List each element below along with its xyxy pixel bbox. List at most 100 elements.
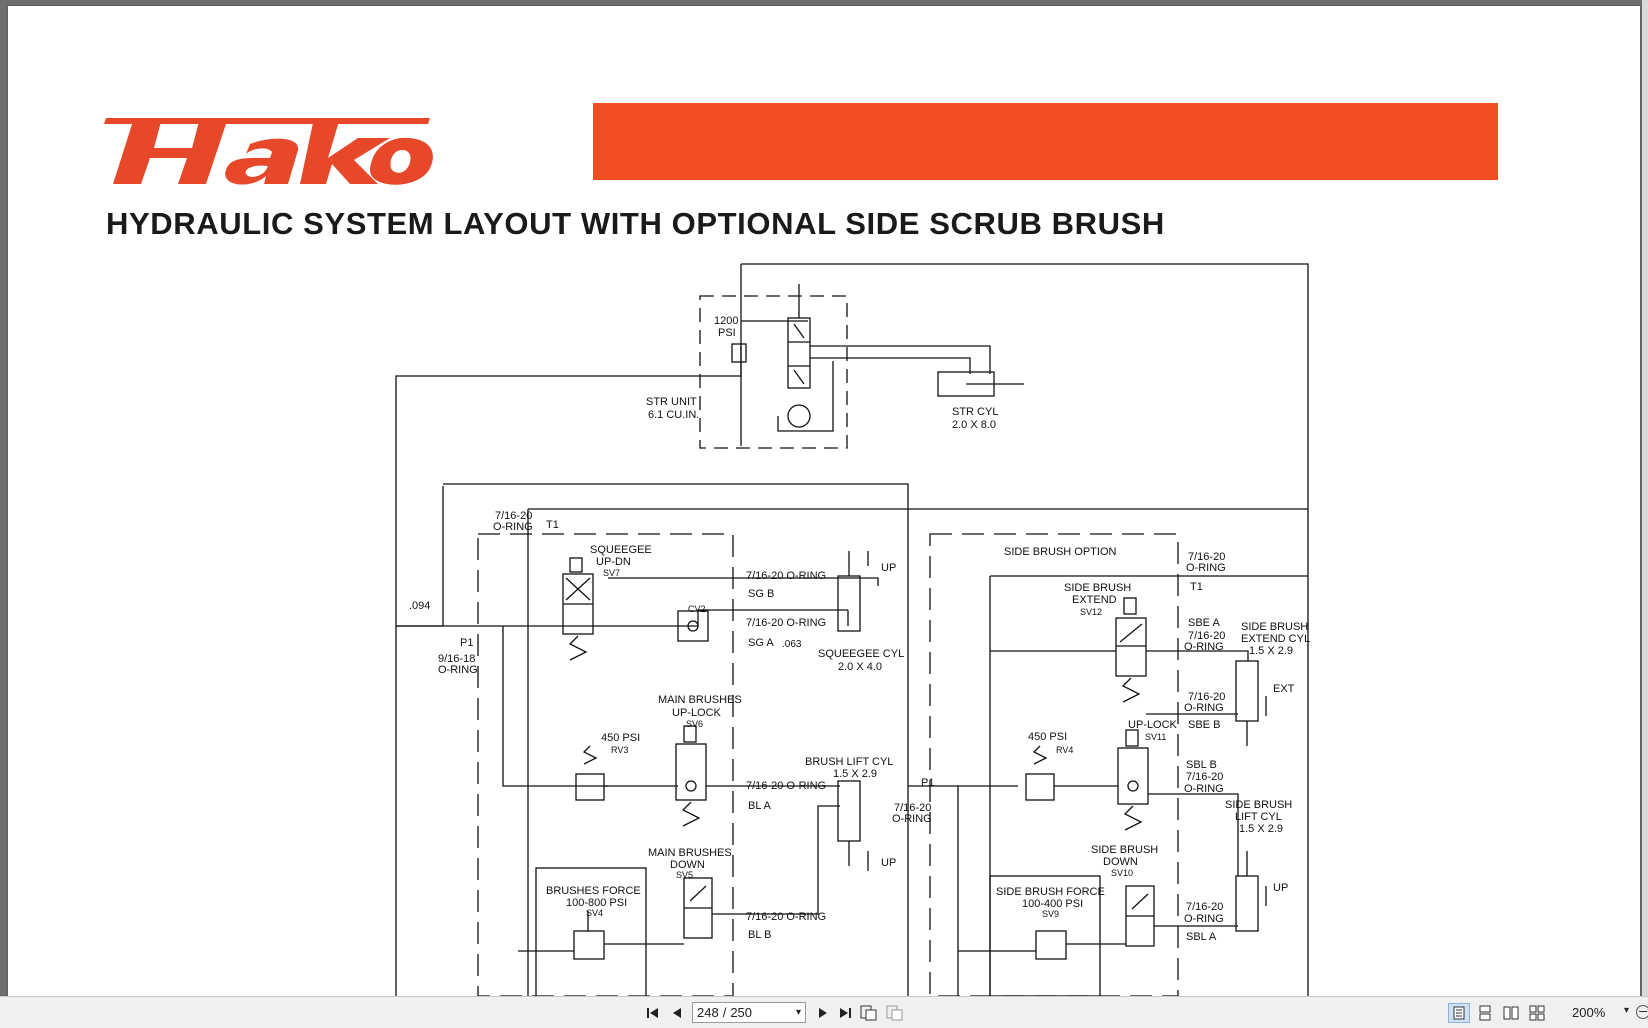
sv4-label-2: 100-800 PSI [566,897,627,909]
side-p1-oring-label-1: 7/16-20 [894,802,931,814]
first-page-icon[interactable] [642,1003,664,1023]
sv10-label-3: SV10 [1111,868,1133,878]
sbla-oring-label-2: O-RING [1184,913,1224,925]
sblb-label: SBL B [1186,759,1217,771]
blb-oring-label: 7/16-20 O-RING [746,911,826,923]
sv4-label-1: BRUSHES FORCE [546,885,641,897]
str-unit-displacement: 6.1 CU.IN. [648,409,699,421]
side-oring-label-2: O-RING [1186,562,1226,574]
sv5-label-2: DOWN [670,859,705,871]
str-cyl-size: 2.0 X 8.0 [952,419,996,431]
hako-logo [104,118,433,185]
hydraulic-schematic: 1200 PSI STR UNIT 6.1 CU.IN. STR CYL 2.0… [395,263,1310,996]
sv10-label-2: DOWN [1103,856,1138,868]
sv10-label-1: SIDE BRUSH [1091,844,1158,856]
rv4-label: RV4 [1056,745,1073,755]
squeegee-cyl-label: SQUEEGEE CYL [818,648,904,660]
sv11-label-2: SV11 [1145,732,1166,742]
sbea-oring-label-1: 7/16-20 [1188,630,1225,642]
sbl-cyl-label-2: LIFT CYL [1235,811,1282,823]
sv9-label-2: 100-400 PSI [1022,898,1083,910]
orifice-063-label: .063 [782,639,802,650]
prev-page-icon[interactable] [666,1003,688,1023]
str-cyl-label: STR CYL [952,406,998,418]
sv6-label-1: MAIN BRUSHES [658,694,742,706]
squeegee-up-label: UP [881,562,896,574]
sblb-oring-label-2: O-RING [1184,783,1224,795]
relief-psi-label-2: PSI [718,327,736,339]
sbeb-oring-label-2: O-RING [1184,702,1224,714]
current-page[interactable]: 248 [697,1005,719,1020]
bla-label: BL A [748,800,771,812]
facing-icon[interactable] [1500,1003,1522,1023]
sgb-oring-label: 7/16-20 O-RING [746,570,826,582]
side-p1-label: P1 [921,777,934,789]
side-brush-option-label: SIDE BRUSH OPTION [1004,546,1117,558]
sv7-label-3: SV7 [603,568,620,578]
single-page-icon[interactable] [1448,1003,1470,1023]
p1-oring-label-1: 9/16-18 [438,653,475,665]
brush-lift-up-label: UP [881,857,896,869]
zoom-level[interactable]: 200% [1572,1005,1606,1020]
blb-label: BL B [748,929,771,941]
sv4-label-3: SV4 [586,908,603,918]
squeegee-cyl-size: 2.0 X 4.0 [838,661,882,673]
sv7-label-1: SQUEEGEE [590,544,652,556]
sbe-cyl-label-3: 1.5 X 2.9 [1249,645,1293,657]
oring-top-label-2: O-RING [493,521,533,533]
sv12-label-1: SIDE BRUSH [1064,582,1131,594]
sbla-label: SBL A [1186,931,1217,943]
sbl-up-label: UP [1273,882,1288,894]
t1-label: T1 [546,519,559,531]
sbea-oring-label-2: O-RING [1184,641,1224,653]
rv4-psi-label: 450 PSI [1028,731,1067,743]
cv2-label: CV2 [688,604,706,614]
side-t1-label: T1 [1190,581,1203,593]
sv6-label-3: SV6 [686,719,703,729]
rv3-label: RV3 [611,745,628,755]
next-view-icon[interactable] [884,1003,906,1023]
side-oring-label-1: 7/16-20 [1188,551,1225,563]
continuous-icon[interactable] [1474,1003,1496,1023]
previous-view-icon[interactable] [858,1003,880,1023]
bla-oring-label: 7/16-20 O-RING [746,780,826,792]
side-p1-oring-label-2: O-RING [892,813,932,825]
sga-oring-label: 7/16-20 O-RING [746,617,826,629]
str-unit-label: STR UNIT [646,396,697,408]
sbea-label: SBE A [1188,617,1220,629]
viewer-toolbar: 248 / 250 ▾ 200% ▾ [0,996,1648,1028]
sv9-label-3: SV9 [1042,909,1059,919]
zoom-out-icon[interactable] [1636,1005,1648,1019]
orifice-094-label: .094 [409,600,430,612]
pdf-page: HYDRAULIC SYSTEM LAYOUT WITH OPTIONAL SI… [8,6,1640,996]
brush-lift-cyl-size: 1.5 X 2.9 [833,768,877,780]
p1-label: P1 [460,637,473,649]
rv3-psi-label: 450 PSI [601,732,640,744]
p1-oring-label-2: O-RING [438,664,478,676]
sblb-oring-label-1: 7/16-20 [1186,771,1223,783]
page-number-field[interactable]: 248 / 250 ▾ [692,1002,806,1023]
sbeb-label: SBE B [1188,719,1220,731]
sv12-label-2: EXTEND [1072,594,1117,606]
ext-label: EXT [1273,683,1295,695]
next-page-icon[interactable] [812,1003,834,1023]
sv5-label-1: MAIN BRUSHES [648,847,732,859]
page-separator: / [722,1005,727,1020]
oring-top-label-1: 7/16-20 [495,510,532,522]
continuous-facing-icon[interactable] [1526,1003,1548,1023]
zoom-dropdown-icon[interactable]: ▾ [1624,1005,1630,1016]
sbe-cyl-label-1: SIDE BRUSH [1241,621,1308,633]
sv12-label-3: SV12 [1080,607,1102,617]
document-viewport[interactable]: HYDRAULIC SYSTEM LAYOUT WITH OPTIONAL SI… [0,0,1648,996]
chevron-down-icon[interactable]: ▾ [795,1007,801,1018]
last-page-icon[interactable] [834,1003,856,1023]
sbe-cyl-label-2: EXTEND CYL [1241,633,1310,645]
sv5-label-3: SV5 [676,870,693,880]
sgb-label: SG B [748,588,774,600]
sv6-label-2: UP-LOCK [672,707,722,719]
relief-psi-label-1: 1200 [714,315,738,327]
vertical-scrollbar[interactable] [1642,0,1648,996]
total-pages: 250 [730,1005,753,1020]
sv9-label-1: SIDE BRUSH FORCE [996,886,1105,898]
sv7-label-2: UP-DN [596,556,631,568]
